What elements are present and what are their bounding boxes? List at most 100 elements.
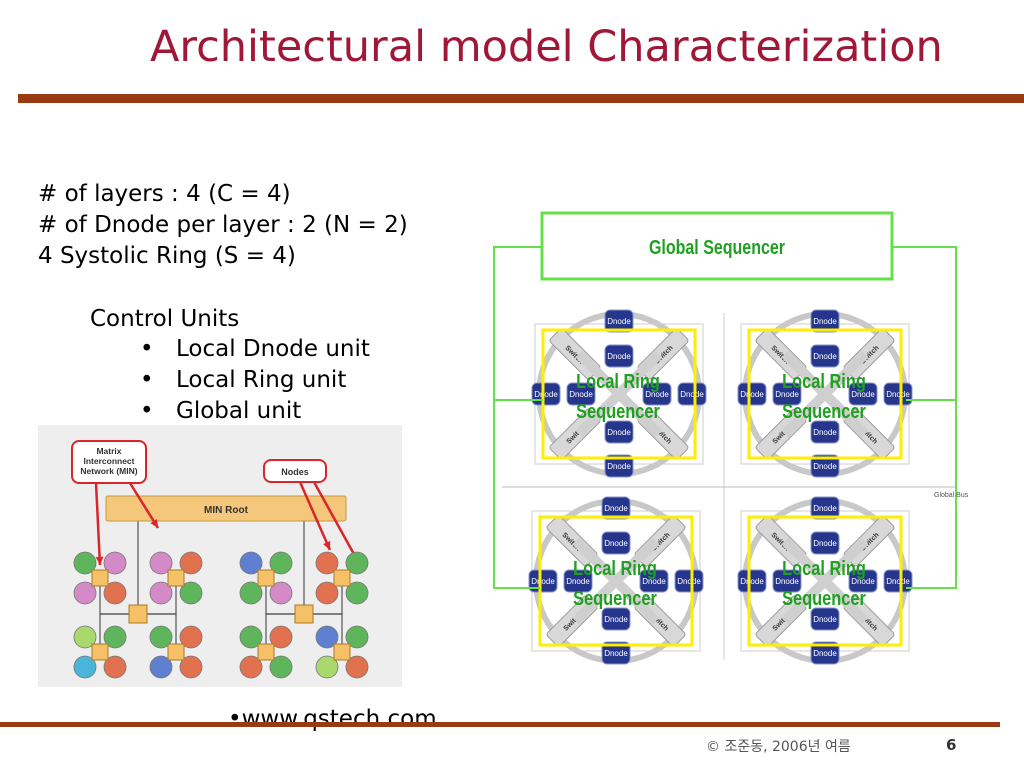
min-node bbox=[149, 581, 173, 605]
website-link[interactable]: •www.qstech.com bbox=[228, 706, 437, 732]
bullet-icon: • bbox=[140, 398, 154, 424]
control-unit-label: Global unit bbox=[176, 398, 302, 424]
callout-arrow bbox=[312, 481, 362, 566]
control-unit-label: Local Ring unit bbox=[176, 367, 347, 393]
min-node bbox=[345, 551, 369, 575]
dnode: Dnode bbox=[848, 382, 878, 406]
min-node bbox=[149, 625, 173, 649]
min-node bbox=[239, 551, 263, 575]
dnode-label: Dnode bbox=[775, 390, 799, 399]
dnode-label: Dnode bbox=[604, 539, 628, 548]
dnode-label: Dnode bbox=[642, 577, 666, 586]
dnode: Dnode bbox=[563, 569, 593, 593]
control-units-list: •Local Dnode unit •Local Ring unit •Glob… bbox=[140, 334, 370, 427]
min-node bbox=[73, 655, 97, 679]
seq-link-left-bottom bbox=[493, 400, 540, 589]
min-switch bbox=[167, 569, 185, 587]
callout-nodes: Nodes bbox=[263, 459, 327, 483]
callout-arrows bbox=[94, 481, 362, 566]
global-sequencer: Global Sequencer bbox=[540, 211, 894, 281]
dnode: Dnode bbox=[604, 420, 634, 444]
dnode-label: Dnode bbox=[566, 577, 590, 586]
sequencer-links bbox=[493, 246, 957, 589]
dnode-label: Dnode bbox=[607, 428, 631, 437]
global-bus-lines bbox=[502, 313, 956, 660]
dnode-label: Dnode bbox=[813, 504, 837, 513]
dnode: Dnode bbox=[601, 607, 631, 631]
min-switch bbox=[257, 643, 275, 661]
dnode: Dnode bbox=[810, 420, 840, 444]
dnode: Dnode bbox=[737, 569, 767, 593]
min-switch bbox=[167, 643, 185, 661]
min-node bbox=[179, 625, 203, 649]
local-ring-label: Sequencer bbox=[573, 586, 657, 609]
dnode-label: Dnode bbox=[607, 352, 631, 361]
dnode-label: Dnode bbox=[607, 317, 631, 326]
dnode: Dnode bbox=[883, 569, 913, 593]
min-node bbox=[73, 551, 97, 575]
dnode-label: Dnode bbox=[813, 462, 837, 471]
dnode: Dnode bbox=[772, 569, 802, 593]
min-node bbox=[239, 655, 263, 679]
callout-arrowhead bbox=[95, 556, 104, 565]
min-node bbox=[269, 655, 293, 679]
min-node bbox=[345, 655, 369, 679]
dnode-label: Dnode bbox=[607, 462, 631, 471]
callout-nodes-label: Nodes bbox=[281, 467, 309, 477]
min-node bbox=[179, 655, 203, 679]
min-wire bbox=[265, 613, 304, 652]
dnode: Dnode bbox=[531, 382, 561, 406]
min-node bbox=[315, 625, 339, 649]
dnode: Dnode bbox=[601, 496, 631, 520]
dnode-label: Dnode bbox=[531, 577, 555, 586]
callout-matrix-line: Network (MIN) bbox=[80, 466, 137, 476]
dnode-label: Dnode bbox=[677, 577, 701, 586]
min-wire bbox=[99, 613, 138, 652]
dnode-label: Dnode bbox=[680, 390, 704, 399]
dnode: Dnode bbox=[566, 382, 596, 406]
page-number: 6 bbox=[946, 736, 957, 754]
min-node bbox=[73, 581, 97, 605]
min-root-label: MIN Root bbox=[204, 505, 249, 516]
param-dnodes: # of Dnode per layer : 2 (N = 2) bbox=[38, 212, 408, 238]
callout-arrow bbox=[94, 482, 102, 566]
local-ring-label: Sequencer bbox=[782, 399, 866, 422]
dnode: Dnode bbox=[639, 569, 669, 593]
dnode: Dnode bbox=[810, 454, 840, 478]
dnode-label: Dnode bbox=[604, 615, 628, 624]
dnode-label: Dnode bbox=[645, 390, 669, 399]
callout-matrix-line: Matrix bbox=[96, 446, 121, 456]
min-node bbox=[345, 625, 369, 649]
dnode-label: Dnode bbox=[886, 577, 910, 586]
local-ring-label: Local Ring bbox=[782, 369, 866, 392]
min-wire bbox=[138, 613, 177, 652]
slide-title: Architectural model Characterization bbox=[150, 22, 943, 72]
dnode: Dnode bbox=[848, 569, 878, 593]
callout-matrix-line: Interconnect bbox=[83, 456, 134, 466]
callout-arrow bbox=[298, 481, 332, 551]
min-switch bbox=[257, 569, 275, 587]
dnode-label: Dnode bbox=[813, 428, 837, 437]
min-node bbox=[103, 581, 127, 605]
local-ring-box bbox=[541, 328, 697, 460]
dnode-label: Dnode bbox=[813, 317, 837, 326]
dnode: Dnode bbox=[810, 531, 840, 555]
control-unit-item: • Global unit bbox=[140, 396, 370, 427]
dnode: Dnode bbox=[674, 569, 704, 593]
min-switches bbox=[91, 569, 351, 661]
local-ring-label: Local Ring bbox=[576, 369, 660, 392]
dnode: Dnode bbox=[883, 382, 913, 406]
local-ring-label: Sequencer bbox=[576, 399, 660, 422]
dnode-label: Dnode bbox=[886, 390, 910, 399]
dnode: Dnode bbox=[810, 641, 840, 665]
dnode-label: Dnode bbox=[775, 577, 799, 586]
min-node bbox=[149, 551, 173, 575]
dnode: Dnode bbox=[601, 531, 631, 555]
callout-matrix: Matrix Interconnect Network (MIN) bbox=[71, 440, 147, 484]
